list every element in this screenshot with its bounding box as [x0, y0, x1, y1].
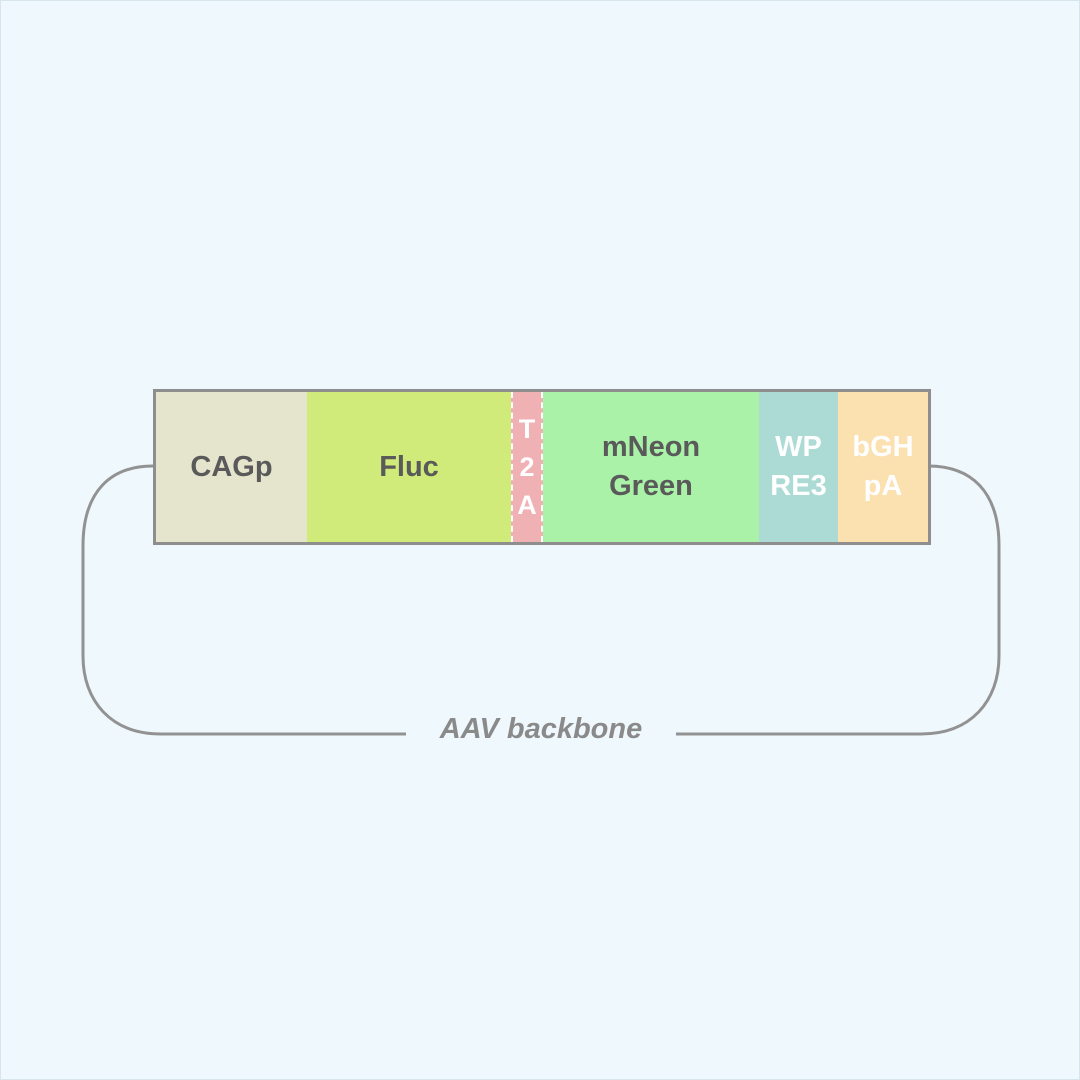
- segment-mneongreen: mNeon Green: [543, 392, 759, 542]
- segment-t2a: T 2 A: [511, 392, 543, 542]
- segment-wpre3-label: WP RE3: [770, 431, 827, 502]
- expression-cassette: CAGp Fluc T 2 A mNeon Green WP RE3 bGH p…: [153, 389, 931, 545]
- segment-t2a-label: T 2 A: [517, 414, 537, 520]
- segment-fluc-label: Fluc: [379, 450, 439, 483]
- backbone-label: AAV backbone: [439, 713, 643, 745]
- segment-fluc: Fluc: [307, 392, 511, 542]
- segment-bghpa-label: bGH pA: [852, 431, 914, 502]
- segment-mneongreen-label: mNeon Green: [601, 431, 701, 502]
- backbone-right-arc: [676, 464, 1001, 736]
- segment-cagp: CAGp: [156, 392, 307, 542]
- segment-bghpa: bGH pA: [838, 392, 928, 542]
- segment-wpre3: WP RE3: [759, 392, 838, 542]
- backbone-left-arc: [81, 464, 406, 736]
- segment-cagp-label: CAGp: [190, 450, 273, 483]
